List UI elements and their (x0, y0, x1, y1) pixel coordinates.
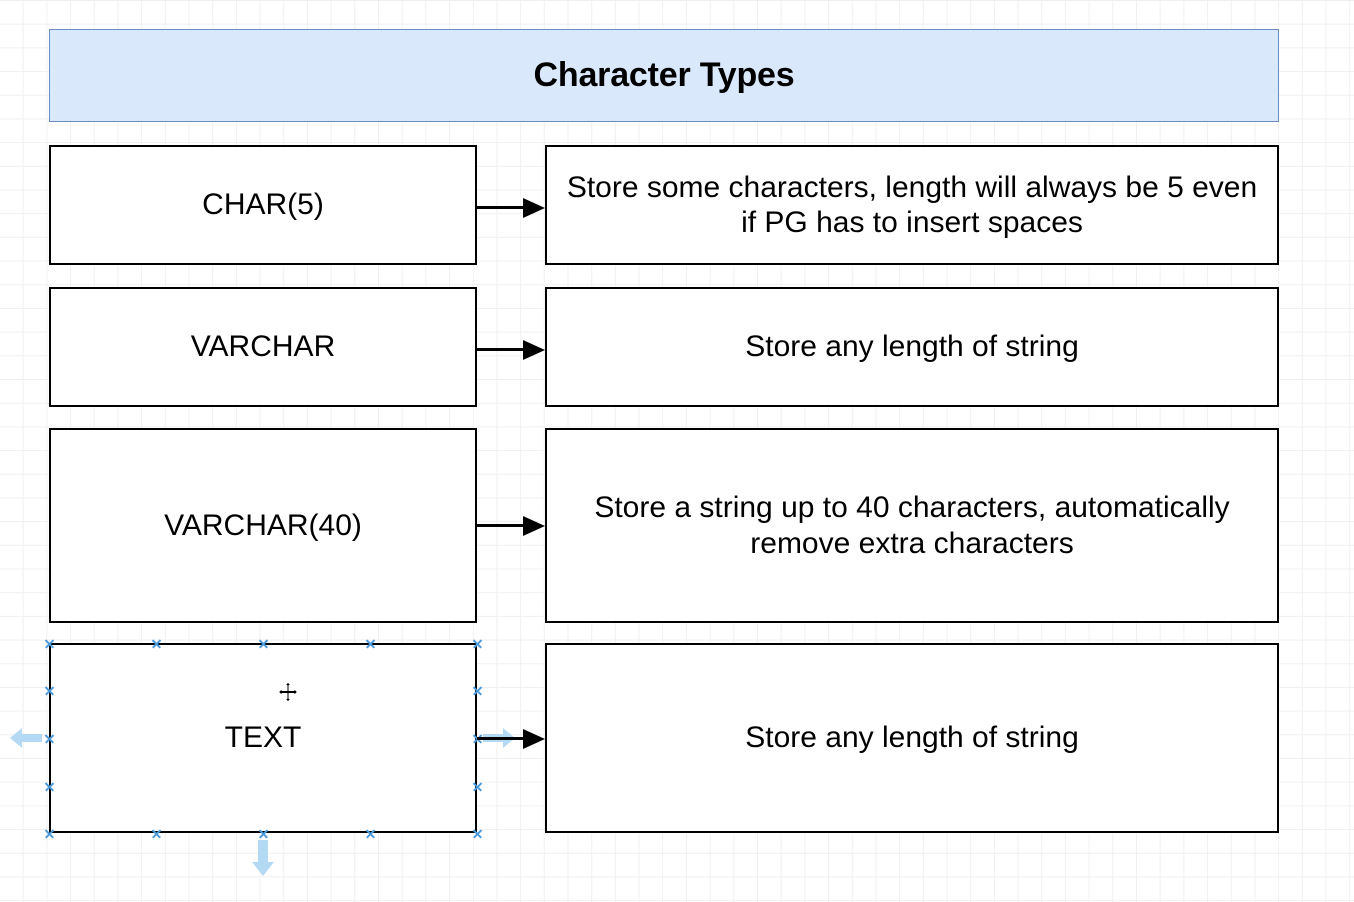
description-shape-varchar[interactable]: Store any length of string (545, 287, 1279, 407)
description-shape-char5[interactable]: Store some characters, length will alway… (545, 145, 1279, 265)
header-shape-character-types[interactable]: Character Types (49, 29, 1279, 122)
connector-line (477, 348, 527, 351)
type-label: VARCHAR(40) (164, 508, 362, 542)
description-shape-text[interactable]: Store any length of string (545, 643, 1279, 833)
type-shape-char5[interactable]: CHAR(5) (49, 145, 477, 265)
connector-line (477, 524, 527, 527)
connector-arrow-row3[interactable] (477, 515, 545, 536)
arrowhead-icon (523, 728, 545, 749)
arrowhead-icon (523, 339, 545, 360)
description-label: Store some characters, length will alway… (566, 170, 1258, 239)
type-label: TEXT (224, 721, 302, 755)
type-shape-text[interactable]: TEXT (49, 643, 477, 833)
type-shape-varchar[interactable]: VARCHAR (49, 287, 477, 407)
description-label: Store a string up to 40 characters, auto… (594, 491, 1230, 560)
connector-line (477, 206, 527, 209)
page-title: Character Types (533, 56, 795, 95)
connector-line (477, 737, 527, 740)
connector-arrow-row2[interactable] (477, 339, 545, 360)
description-shape-varchar40[interactable]: Store a string up to 40 characters, auto… (545, 428, 1279, 623)
connector-arrow-row4[interactable] (477, 728, 545, 749)
arrowhead-icon (523, 197, 545, 218)
type-label: VARCHAR (190, 330, 336, 364)
type-shape-varchar40[interactable]: VARCHAR(40) (49, 428, 477, 623)
type-label: CHAR(5) (202, 188, 324, 222)
arrowhead-icon (523, 515, 545, 536)
connector-arrow-row1[interactable] (477, 197, 545, 218)
quick-connect-arrow-down[interactable] (248, 838, 278, 878)
quick-connect-arrow-left[interactable] (8, 723, 44, 753)
description-label: Store any length of string (745, 721, 1079, 755)
description-label: Store any length of string (745, 330, 1079, 364)
